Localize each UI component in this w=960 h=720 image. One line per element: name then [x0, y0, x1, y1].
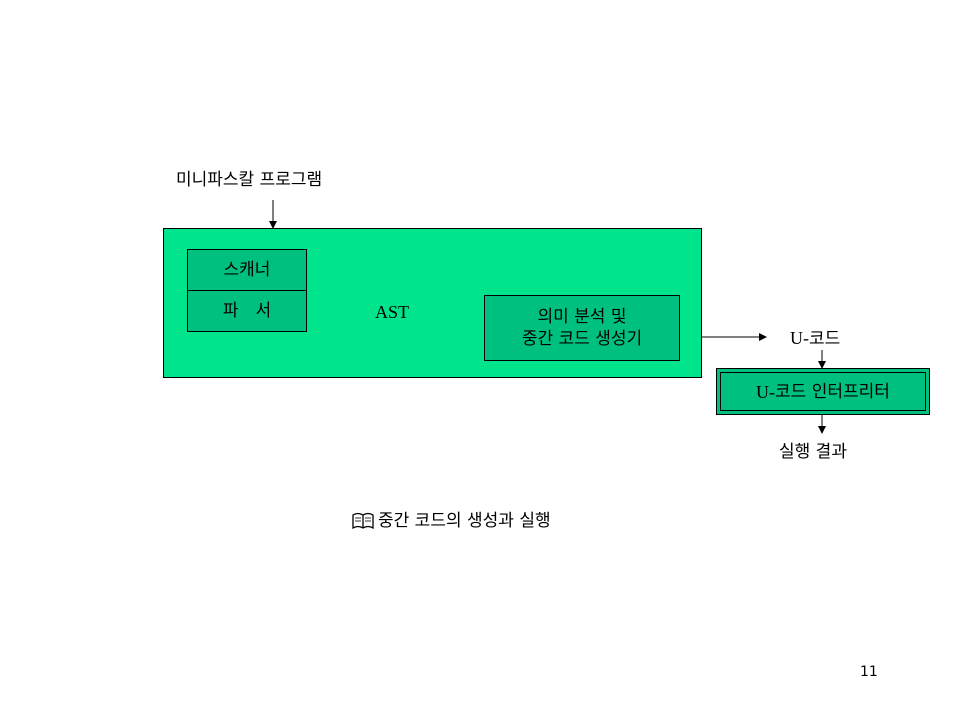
- interpreter-box: U-코드 인터프리터: [716, 368, 930, 415]
- interpreter-inner: U-코드 인터프리터: [720, 372, 926, 411]
- scanner-label: 스캐너: [223, 260, 271, 280]
- interpreter-suffix: 코드 인터프리터: [775, 381, 890, 402]
- ast-label: AST: [375, 302, 410, 322]
- semantic-label-line2: 중간 코드 생성기: [521, 329, 643, 349]
- caption: 중간 코드의 생성과 실행: [352, 511, 551, 531]
- ucode-label-suffix: 코드: [809, 329, 841, 349]
- page-number: 11: [860, 664, 878, 680]
- ucode-label-prefix: U-: [790, 328, 809, 348]
- result-label: 실행 결과: [779, 442, 847, 462]
- parser-label: 파 서: [222, 301, 272, 321]
- semantic-label-line1: 의미 분석 및: [537, 307, 627, 327]
- caption-text: 중간 코드의 생성과 실행: [378, 511, 551, 531]
- input-program-label: 미니파스칼 프로그램: [176, 170, 323, 190]
- ucode-label: U-코드: [790, 328, 840, 349]
- interpreter-prefix: U-: [756, 381, 776, 402]
- open-book-icon: [352, 512, 374, 530]
- scanner-box: 스캐너: [187, 249, 307, 291]
- parser-box: 파 서: [187, 290, 307, 332]
- semantic-analyzer-box: 의미 분석 및 중간 코드 생성기: [484, 295, 680, 361]
